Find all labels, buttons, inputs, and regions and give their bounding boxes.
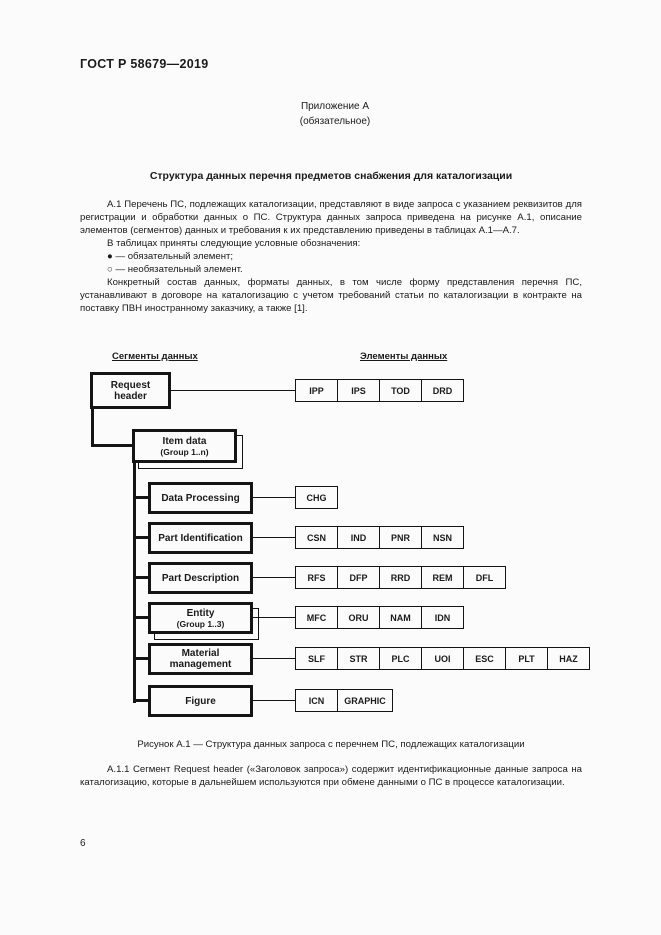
element-cell: TOD (379, 379, 422, 402)
connector-line (171, 390, 295, 391)
segment-label: Part Identification (158, 532, 243, 544)
element-cell: CHG (295, 486, 338, 509)
segment-box-request-header: Request header (90, 372, 171, 409)
trunk-stub (133, 657, 148, 660)
figure-a1: Сегменты данных Элементы данных Request … (80, 350, 620, 735)
element-cell: GRAPHIC (337, 689, 393, 712)
figure-caption: Рисунок А.1 — Структура данных запроса с… (137, 739, 525, 750)
paragraph-a11: А.1.1 Сегмент Request header («Заголовок… (80, 764, 582, 788)
segment-box: Data Processing (148, 482, 253, 514)
segment-label: Request header (110, 379, 151, 402)
segment-label: Data Processing (161, 492, 240, 504)
section-title: Структура данных перечня предметов снабж… (149, 170, 513, 182)
element-cell: RRD (379, 566, 422, 589)
connector-line (253, 577, 295, 578)
connector-line (253, 537, 295, 538)
legend-optional-item: ○ — необязательный элемент. (107, 264, 243, 275)
segment-box: Figure (148, 685, 253, 717)
connector-line (253, 700, 295, 701)
segment-label: Item data (162, 435, 207, 447)
segment-box: Part Description (148, 562, 253, 594)
segment-label: Part Description (161, 572, 240, 584)
body-text: А.1 Перечень ПС, подлежащих каталогизаци… (80, 198, 582, 315)
doc-number: ГОСТ Р 58679—2019 (80, 57, 209, 71)
element-cell: IND (337, 526, 380, 549)
element-cell: HAZ (547, 647, 590, 670)
element-cell: IDN (421, 606, 464, 629)
element-cell: STR (337, 647, 380, 670)
element-cell: REM (421, 566, 464, 589)
element-cell: DFL (463, 566, 506, 589)
connector-line (253, 497, 295, 498)
element-cell: IPP (295, 379, 338, 402)
element-cell: PLT (505, 647, 548, 670)
trunk-stub (133, 699, 148, 702)
element-cell: UOI (421, 647, 464, 670)
element-cell: DFP (337, 566, 380, 589)
segment-label: Entity (186, 607, 215, 619)
element-cell: CSN (295, 526, 338, 549)
trunk-stub (133, 536, 148, 539)
paragraph-contract: Конкретный состав данных, форматы данных… (80, 277, 582, 314)
legend-intro: В таблицах приняты следующие условные об… (107, 238, 361, 249)
element-cell: RFS (295, 566, 338, 589)
legend-required-item: ● — обязательный элемент; (107, 251, 234, 262)
element-cell: PNR (379, 526, 422, 549)
appendix-title: Приложение А (300, 101, 370, 112)
element-cell: SLF (295, 647, 338, 670)
element-cell: IPS (337, 379, 380, 402)
segment-label: Figure (185, 695, 216, 707)
connector-line (253, 658, 295, 659)
trunk-stub (133, 496, 148, 499)
segment-sublabel: (Group 1..n) (160, 446, 209, 457)
page-number: 6 (80, 838, 86, 849)
trunk-stub (133, 616, 148, 619)
element-cell: DRD (421, 379, 464, 402)
segments-header: Сегменты данных (112, 351, 198, 362)
element-cell: NAM (379, 606, 422, 629)
element-cell: MFC (295, 606, 338, 629)
segment-box: Part Identification (148, 522, 253, 554)
element-row: CHG (295, 486, 338, 509)
trunk-line (91, 409, 94, 447)
element-cell: ORU (337, 606, 380, 629)
segment-label: Material management (169, 648, 232, 670)
trunk-stub (91, 444, 132, 447)
elements-header: Элементы данных (360, 351, 448, 362)
segment-sublabel: (Group 1..3) (176, 618, 225, 629)
element-cell: PLC (379, 647, 422, 670)
appendix-subtitle: (обязательное) (299, 116, 371, 127)
segment-box-item-data: Item data (Group 1..n) (132, 429, 237, 463)
paragraph-a1: А.1 Перечень ПС, подлежащих каталогизаци… (80, 199, 582, 236)
element-cell: ICN (295, 689, 338, 712)
connector-line (253, 617, 295, 618)
trunk-stub (133, 576, 148, 579)
element-cell: ESC (463, 647, 506, 670)
segment-box: Material management (148, 643, 253, 675)
element-cell: NSN (421, 526, 464, 549)
segment-box: Entity(Group 1..3) (148, 602, 253, 634)
trunk-line (133, 463, 136, 703)
